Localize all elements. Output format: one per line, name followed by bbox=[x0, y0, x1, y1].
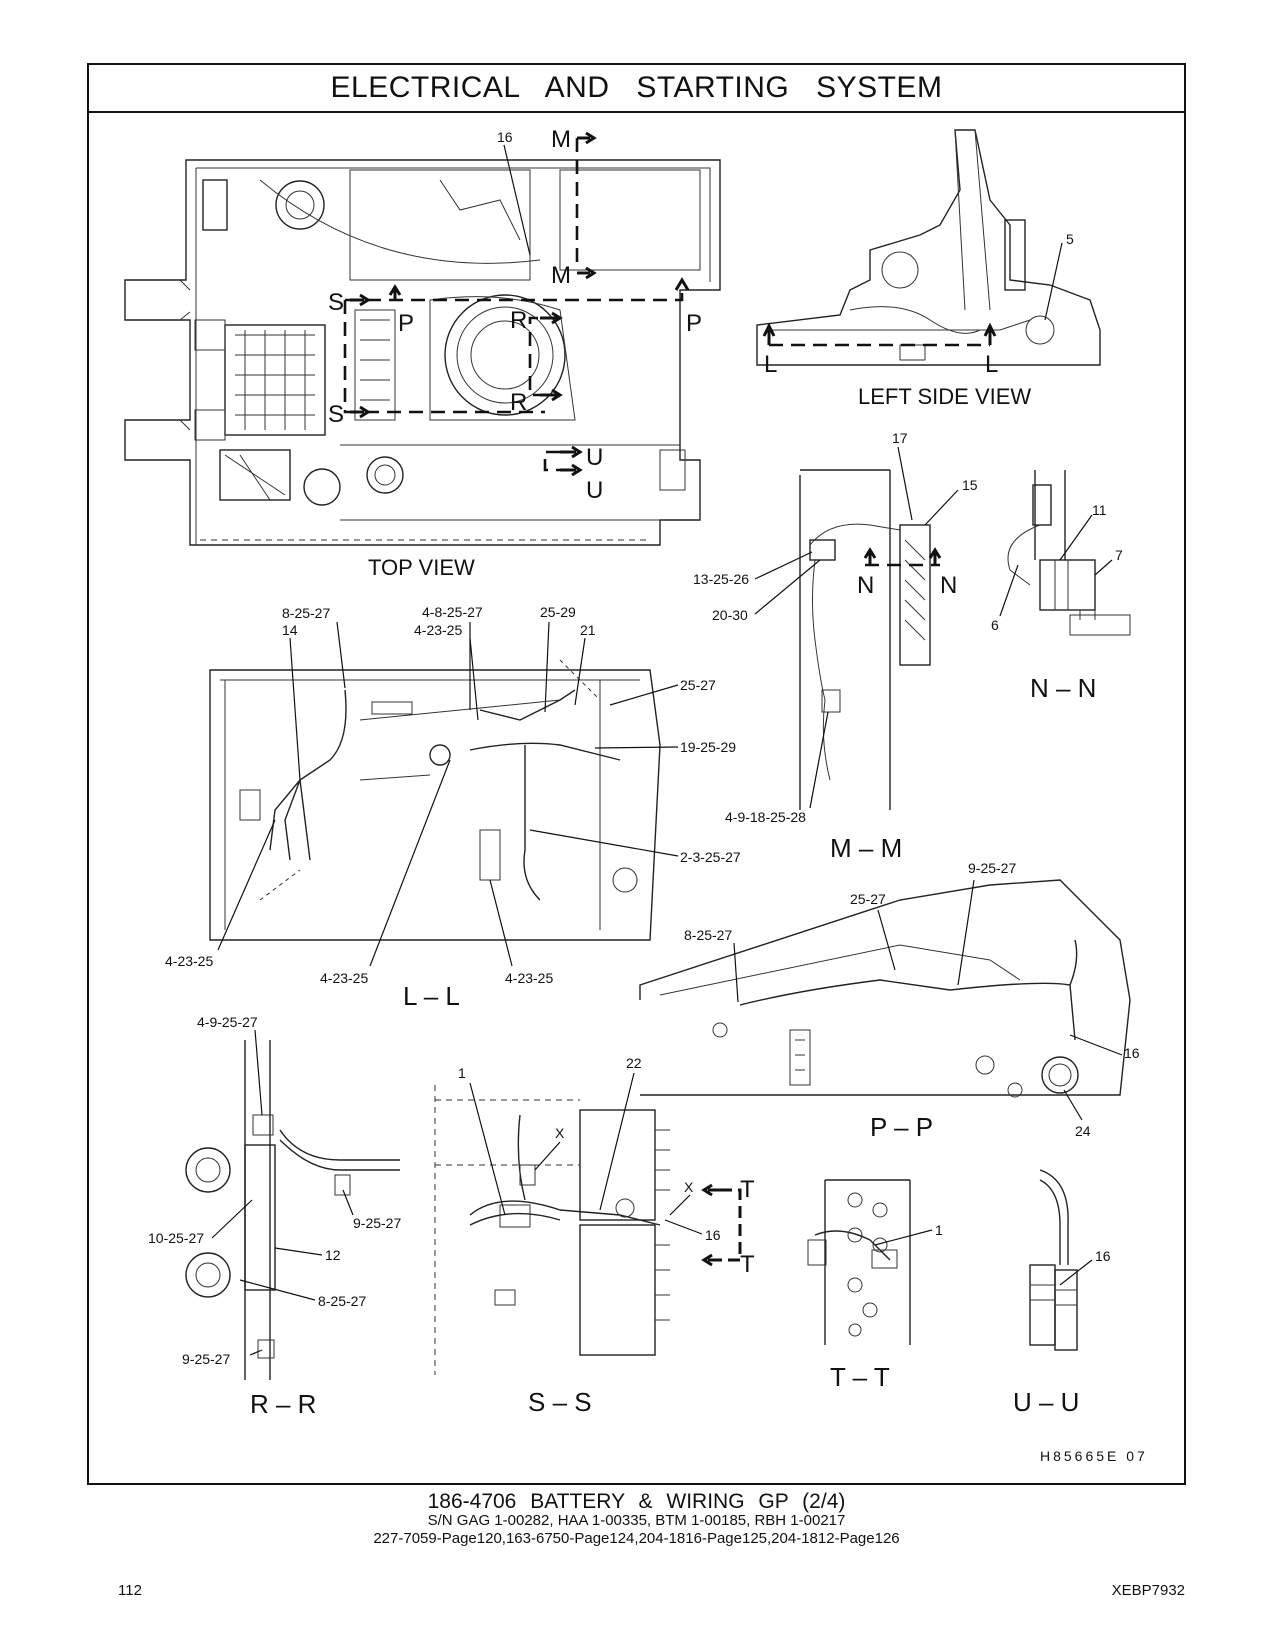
callout-25-27: 25-27 bbox=[850, 891, 886, 907]
callout-8-25-27: 8-25-27 bbox=[318, 1293, 366, 1309]
top-view-label: TOP VIEW bbox=[368, 555, 475, 580]
left-side-view-label: LEFT SIDE VIEW bbox=[858, 384, 1031, 409]
section-rr-drawing bbox=[185, 1029, 400, 1380]
section-rr-label: R – R bbox=[250, 1389, 316, 1419]
section-ll-label: L – L bbox=[403, 981, 460, 1011]
section-marker-t: T bbox=[740, 1251, 755, 1278]
callout-4-9-18-25-28: 4-9-18-25-28 bbox=[725, 809, 806, 825]
callout-4-9-25-27: 4-9-25-27 bbox=[197, 1014, 258, 1030]
callout-12: 12 bbox=[325, 1247, 341, 1263]
section-marker-n: N bbox=[940, 572, 957, 599]
callout-4-23-25: 4-23-25 bbox=[414, 622, 462, 638]
section-ss-label: S – S bbox=[528, 1387, 592, 1417]
callout-21: 21 bbox=[580, 622, 596, 638]
page-number: 112 bbox=[118, 1582, 142, 1599]
callout-6: 6 bbox=[991, 617, 999, 633]
page-title: ELECTRICAL AND STARTING SYSTEM bbox=[89, 65, 1184, 113]
callout-16: 16 bbox=[497, 129, 513, 145]
callout-4-23-25: 4-23-25 bbox=[165, 953, 213, 969]
callout-14: 14 bbox=[282, 622, 298, 638]
callout-25-27: 25-27 bbox=[680, 677, 716, 693]
section-mm-drawing bbox=[754, 446, 959, 810]
callout-11: 11 bbox=[1092, 502, 1107, 518]
section-tt-drawing bbox=[807, 1179, 933, 1345]
callout-4-8-25-27: 4-8-25-27 bbox=[422, 604, 483, 620]
callout-8-25-27: 8-25-27 bbox=[684, 927, 732, 943]
top-view-drawing bbox=[124, 131, 721, 546]
section-marker-s: S bbox=[328, 401, 344, 428]
callout-9-25-27: 9-25-27 bbox=[182, 1351, 230, 1367]
section-marker-p: P bbox=[398, 310, 414, 337]
serial-numbers: S/N GAG 1-00282, HAA 1-00335, BTM 1-0018… bbox=[427, 1512, 846, 1529]
section-nn-label: N – N bbox=[1030, 673, 1096, 703]
callout-1: 1 bbox=[458, 1065, 466, 1081]
section-marker-m: M bbox=[551, 262, 571, 289]
callout-10-25-27: 10-25-27 bbox=[148, 1230, 204, 1246]
section-mm-label: M – M bbox=[830, 833, 902, 863]
callout-19-25-29: 19-25-29 bbox=[680, 739, 736, 755]
section-tt-label: T – T bbox=[830, 1362, 890, 1392]
callout-8-25-27: 8-25-27 bbox=[282, 605, 330, 621]
callout-2-3-25-27: 2-3-25-27 bbox=[680, 849, 741, 865]
callout-17: 17 bbox=[892, 430, 908, 446]
section-marker-p: P bbox=[686, 310, 702, 337]
callout-5: 5 bbox=[1066, 231, 1074, 247]
callout-x: X bbox=[555, 1125, 565, 1141]
section-ss-drawing bbox=[434, 1072, 742, 1375]
callout-4-23-25: 4-23-25 bbox=[320, 970, 368, 986]
callout-16: 16 bbox=[1095, 1248, 1111, 1264]
document-code: XEBP7932 bbox=[1111, 1582, 1185, 1599]
section-uu-label: U – U bbox=[1013, 1387, 1079, 1417]
section-marker-u: U bbox=[586, 477, 603, 504]
section-marker-r: R bbox=[510, 307, 527, 334]
left-side-view-drawing bbox=[756, 129, 1101, 366]
section-uu-drawing bbox=[1029, 1169, 1093, 1351]
callout-22: 22 bbox=[626, 1055, 642, 1071]
callout-9-25-27: 9-25-27 bbox=[968, 860, 1016, 876]
callout-16: 16 bbox=[1124, 1045, 1140, 1061]
section-pp-drawing bbox=[639, 879, 1131, 1121]
callout-4-23-25: 4-23-25 bbox=[505, 970, 553, 986]
section-marker-m: M bbox=[551, 126, 571, 153]
section-marker-n: N bbox=[857, 572, 874, 599]
section-nn-drawing bbox=[999, 470, 1131, 636]
callout-7: 7 bbox=[1115, 547, 1123, 563]
callout-13-25-26: 13-25-26 bbox=[693, 571, 749, 587]
section-ll-drawing bbox=[209, 621, 679, 967]
callout-15: 15 bbox=[962, 477, 978, 493]
diagram-frame: ELECTRICAL AND STARTING SYSTEM bbox=[87, 63, 1186, 1485]
part-title: 186-4706 BATTERY & WIRING GP (2/4) bbox=[427, 1490, 846, 1513]
callout-25-29: 25-29 bbox=[540, 604, 576, 620]
page-references: 227-7059-Page120,163-6750-Page124,204-18… bbox=[373, 1530, 900, 1547]
section-marker-l: L bbox=[764, 351, 777, 378]
callout-x: X bbox=[684, 1179, 694, 1195]
callout-16: 16 bbox=[705, 1227, 721, 1243]
drawing-id: H85665E 07 bbox=[1040, 1448, 1148, 1464]
section-marker-r: R bbox=[510, 389, 527, 416]
section-pp-label: P – P bbox=[870, 1112, 933, 1142]
callout-20-30: 20-30 bbox=[712, 607, 748, 623]
section-marker-s: S bbox=[328, 289, 344, 316]
section-marker-t: T bbox=[740, 1176, 755, 1203]
callout-9-25-27: 9-25-27 bbox=[353, 1215, 401, 1231]
callout-24: 24 bbox=[1075, 1123, 1091, 1139]
section-marker-l: L bbox=[985, 351, 998, 378]
callout-1: 1 bbox=[935, 1222, 943, 1238]
section-marker-u: U bbox=[586, 444, 603, 471]
